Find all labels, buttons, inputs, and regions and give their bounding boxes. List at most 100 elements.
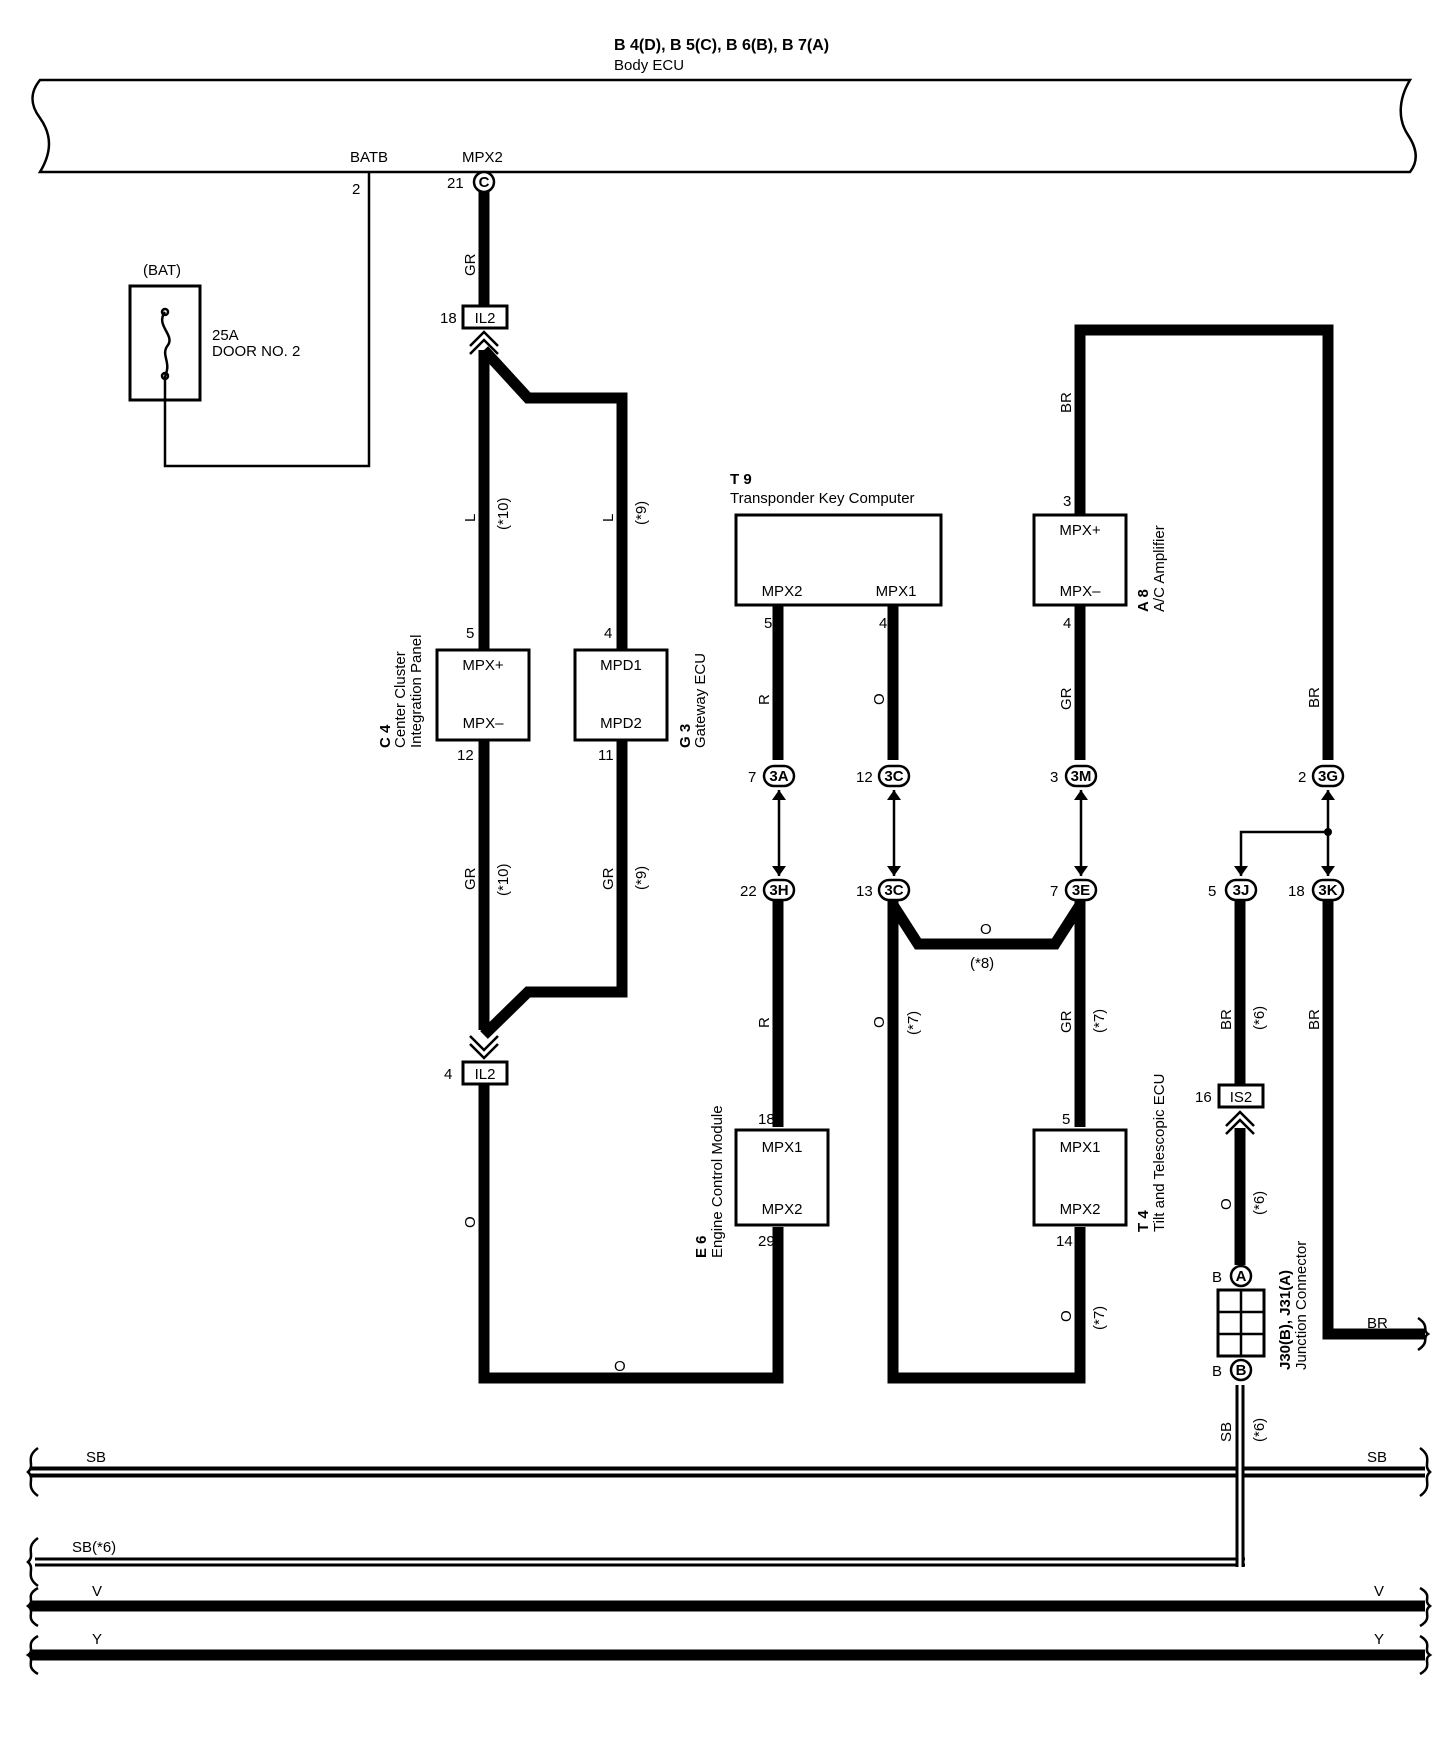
j30-top-conn: A — [1236, 1268, 1247, 1285]
wire-color-labels: GR L (*10) L (*9) GR (*10) GR (*9) O O R… — [462, 253, 1388, 1442]
svg-text:13: 13 — [856, 883, 873, 900]
batb-label: BATB — [350, 149, 388, 166]
body-ecu-title: Body ECU — [614, 57, 684, 74]
c4-name2: Integration Panel — [408, 635, 425, 748]
t9-term-right: MPX1 — [876, 583, 917, 600]
svg-text:22: 22 — [740, 883, 757, 900]
svg-text:3E: 3E — [1072, 882, 1090, 899]
wire-note-l-left: (*10) — [495, 497, 512, 530]
batb-wire — [163, 172, 371, 468]
connector-3g: 3G 2 — [1298, 764, 1345, 788]
component-t9: T 9 Transponder Key Computer MPX2 MPX1 5… — [730, 471, 943, 632]
junction-il2: IL2 18 IL2 4 — [440, 304, 509, 1086]
g3-term-bottom: MPD2 — [600, 715, 642, 732]
wire-label-l-left: L — [462, 514, 479, 522]
connector-3k: 3K 18 — [1288, 878, 1345, 902]
inline-connectors: 3A 7 3C 12 3M 3 3G 2 3H 22 3C 13 — [740, 764, 1345, 1135]
bus-labels: SB SB SB(*6) V V Y Y — [72, 1449, 1387, 1648]
harness-wires — [30, 190, 1425, 1661]
wire-note-gr-left: (*10) — [495, 863, 512, 896]
component-t4: MPX1 MPX2 5 14 T 4 Tilt and Telescopic E… — [1032, 1074, 1168, 1250]
body-ecu-part-ids: B 4(D), B 5(C), B 6(B), B 7(A) — [614, 37, 829, 54]
fuse-source: (BAT) — [143, 262, 181, 279]
t4-name: Tilt and Telescopic ECU — [1151, 1074, 1168, 1232]
t4-pin-top: 5 — [1062, 1111, 1070, 1128]
il2-bottom-pin: 4 — [444, 1066, 452, 1083]
il2-bottom-label: IL2 — [475, 1066, 496, 1083]
bus-v-right: V — [1374, 1583, 1384, 1600]
batb-pin: 2 — [352, 181, 360, 198]
g3-pin-bottom: 11 — [598, 747, 614, 764]
bus-y-left: Y — [92, 1631, 102, 1648]
wire-label-sb-j: SB — [1218, 1422, 1235, 1442]
wire-label-o-is2: O — [1218, 1198, 1235, 1210]
connector-3m: 3M 3 — [1050, 764, 1098, 788]
bus-v-left: V — [92, 1583, 102, 1600]
t9-pin-left: 5 — [764, 615, 772, 632]
t4-term-bottom: MPX2 — [1060, 1201, 1101, 1218]
t9-pin-right: 4 — [879, 615, 887, 632]
t9-term-left: MPX2 — [762, 583, 803, 600]
e6-pin-bottom: 29 — [758, 1233, 775, 1250]
component-j30-j31: A B B B J30(B), J31(A) Junction Connecto… — [1212, 1241, 1310, 1382]
component-c4: MPX+ MPX– 5 12 C 4 Center Cluster Integr… — [377, 625, 531, 764]
j30-id: J30(B), J31(A) — [1277, 1270, 1294, 1370]
a8-pin-top: 3 — [1063, 493, 1071, 510]
connector-3c-bottom: 3C 13 — [856, 878, 911, 902]
wire-note-l-right: (*9) — [633, 501, 650, 525]
wire-label-o-mid: O — [871, 1016, 888, 1028]
wire-label-r-e6: R — [756, 1017, 773, 1028]
bus-sb-right: SB — [1367, 1449, 1387, 1466]
wire-label-l-right: L — [600, 514, 617, 522]
wire-label-br-mid: BR — [1306, 687, 1323, 708]
t9-id: T 9 — [730, 471, 752, 488]
wire-note-o-cross: (*8) — [970, 955, 994, 972]
svg-text:2: 2 — [1298, 769, 1306, 786]
j30-bottom-conn: B — [1236, 1362, 1247, 1379]
a8-id: A 8 — [1135, 589, 1152, 612]
wire-note-gr-right: (*9) — [633, 866, 650, 890]
mpx2-label: MPX2 — [462, 149, 503, 166]
e6-pin-top: 18 — [758, 1111, 775, 1128]
t4-term-top: MPX1 — [1060, 1139, 1101, 1156]
svg-text:IS2: IS2 — [1230, 1089, 1253, 1106]
bus-line-ends — [25, 1316, 1433, 1676]
wire-label-gr-left: GR — [462, 867, 479, 890]
connector-3h: 3H 22 — [740, 878, 796, 902]
c4-pin-bottom: 12 — [457, 747, 474, 764]
e6-id: E 6 — [693, 1235, 710, 1258]
svg-text:3: 3 — [1050, 769, 1058, 786]
wire-label-gr-a8: GR — [1058, 687, 1075, 710]
a8-name: A/C Amplifier — [1151, 525, 1168, 612]
component-a8: MPX+ MPX– 3 4 A 8 A/C Amplifier — [1032, 493, 1168, 632]
svg-text:7: 7 — [1050, 883, 1058, 900]
svg-text:5: 5 — [1208, 883, 1216, 900]
wire-label-br-top: BR — [1058, 392, 1075, 413]
g3-name: Gateway ECU — [692, 653, 709, 748]
il2-top-pin: 18 — [440, 310, 457, 327]
mpx2-pin-number: 21 — [447, 175, 464, 192]
fuse-name: DOOR NO. 2 — [212, 343, 300, 360]
body-ecu: B 4(D), B 5(C), B 6(B), B 7(A) Body ECU … — [31, 37, 1417, 174]
svg-text:3G: 3G — [1318, 768, 1338, 785]
svg-text:12: 12 — [856, 769, 873, 786]
c4-name1: Center Cluster — [392, 651, 409, 748]
wire-note-sb-j: (*6) — [1251, 1418, 1268, 1442]
c4-term-top: MPX+ — [462, 657, 504, 674]
wire-note-gr-t4: (*7) — [1091, 1009, 1108, 1033]
svg-text:3M: 3M — [1071, 768, 1092, 785]
t9-name: Transponder Key Computer — [730, 490, 915, 507]
fuse-rating: 25A — [212, 327, 239, 344]
svg-text:3H: 3H — [769, 882, 788, 899]
wire-label-o-bottom: O — [614, 1358, 626, 1375]
wire-note-o-is2: (*6) — [1251, 1191, 1268, 1215]
svg-text:3C: 3C — [884, 768, 903, 785]
bus-sb6-left: SB(*6) — [72, 1539, 116, 1556]
c4-term-bottom: MPX– — [463, 715, 505, 732]
connector-3a: 3A 7 — [748, 764, 796, 788]
connector-3c-top: 3C 12 — [856, 764, 911, 788]
wire-label-r-t9: R — [756, 694, 773, 705]
e6-term-bottom: MPX2 — [762, 1201, 803, 1218]
g3-id: G 3 — [677, 724, 694, 748]
